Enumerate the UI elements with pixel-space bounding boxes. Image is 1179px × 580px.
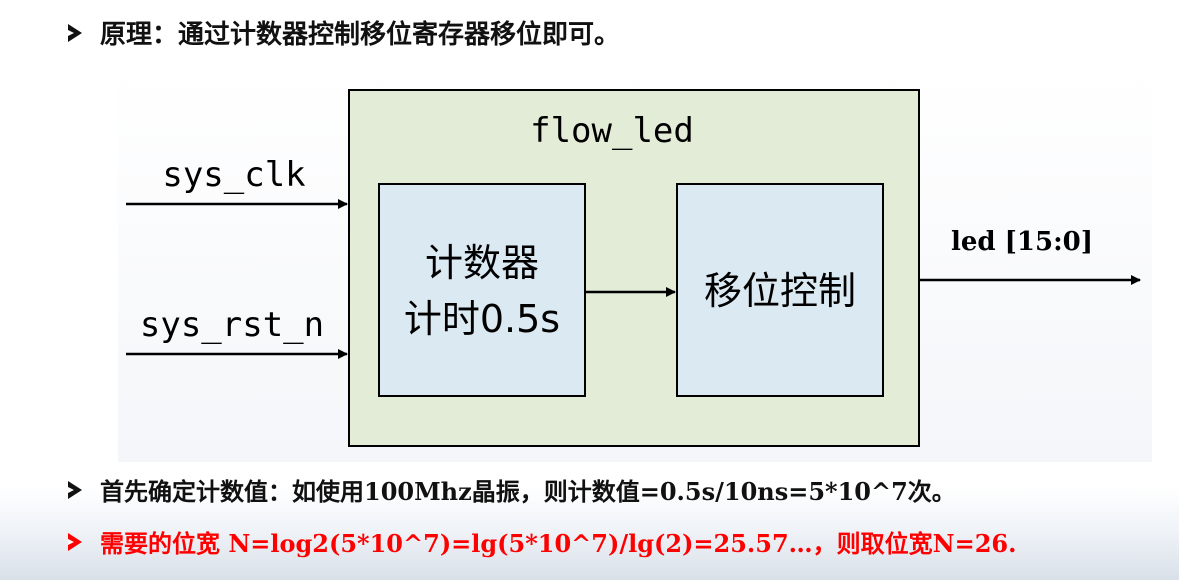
arrow-bullet-icon [68, 532, 82, 551]
module-name: flow_led [530, 111, 694, 151]
led-output-label: led [15:0] [951, 227, 1093, 257]
counter-block [378, 183, 586, 397]
counter-block-sublabel: 计时0.5s [404, 297, 560, 341]
shift-control-block [676, 183, 884, 397]
bullet-bit-width: 需要的位宽 N=log2(5*10^7)=lg(5*10^7)/lg(2)=25… [68, 524, 1017, 559]
sys-rst-n-label: sys_rst_n [140, 305, 324, 345]
bullet-bit-width-text: 需要的位宽 N=log2(5*10^7)=lg(5*10^7)/lg(2)=25… [100, 529, 1017, 558]
counter-block-label: 计数器 [425, 241, 539, 285]
sys-clk-label: sys_clk [162, 155, 305, 195]
shift-control-label: 移位控制 [704, 269, 856, 313]
bullet-principle: 原理：通过计数器控制移位寄存器移位即可。 [68, 14, 620, 51]
arrow-bullet-icon [68, 480, 82, 499]
bullet-count-value-text: 首先确定计数值：如使用100Mhz晶振，则计数值=0.5s/10ns=5*10^… [100, 477, 956, 506]
arrow-bullet-icon [68, 23, 82, 42]
bullet-principle-text: 原理：通过计数器控制移位寄存器移位即可。 [100, 20, 621, 50]
bullet-count-value: 首先确定计数值：如使用100Mhz晶振，则计数值=0.5s/10ns=5*10^… [68, 472, 956, 507]
